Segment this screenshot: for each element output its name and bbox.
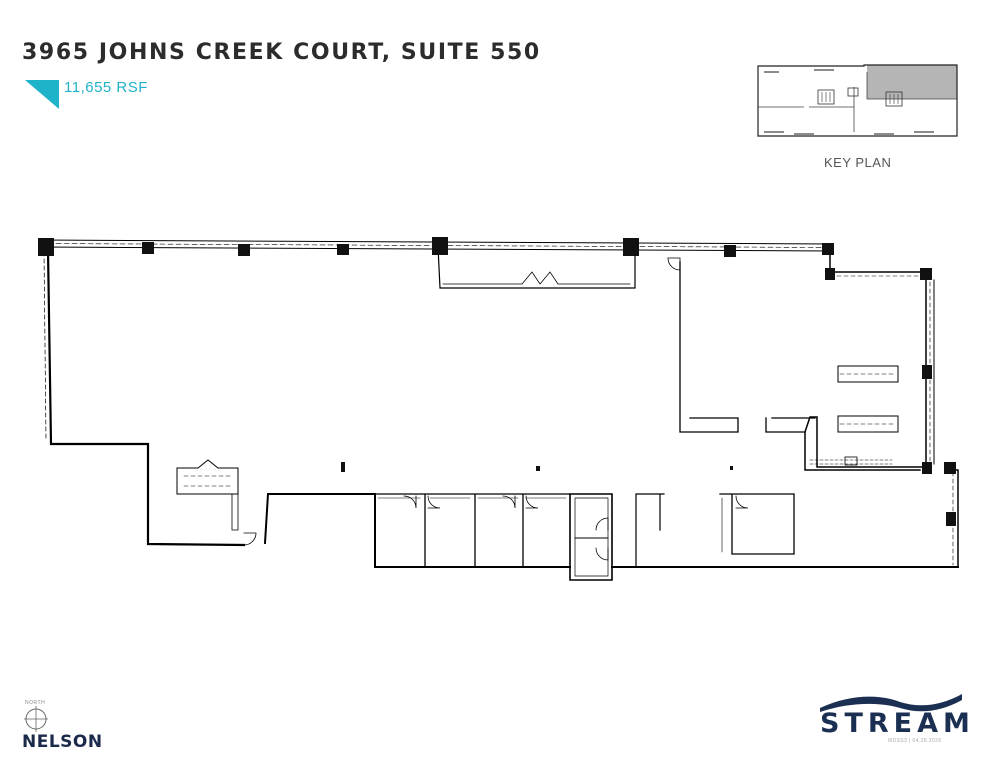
stream-subtext: MDSS3 | 04.28.2026	[888, 738, 942, 744]
suite-area: 11,655 RSF	[64, 79, 148, 96]
key-plan-diagram	[757, 64, 958, 137]
stream-wave-icon	[820, 694, 962, 712]
north-label: NORTH	[25, 700, 46, 706]
page-title: 3965 JOHNS CREEK COURT, SUITE 550	[22, 40, 541, 65]
north-compass-icon	[24, 706, 48, 732]
area-flag-icon	[25, 80, 59, 109]
key-plan-label: KEY PLAN	[824, 155, 892, 170]
stream-logo: STREAM	[820, 708, 975, 739]
nelson-logo: NELSON	[22, 732, 103, 752]
